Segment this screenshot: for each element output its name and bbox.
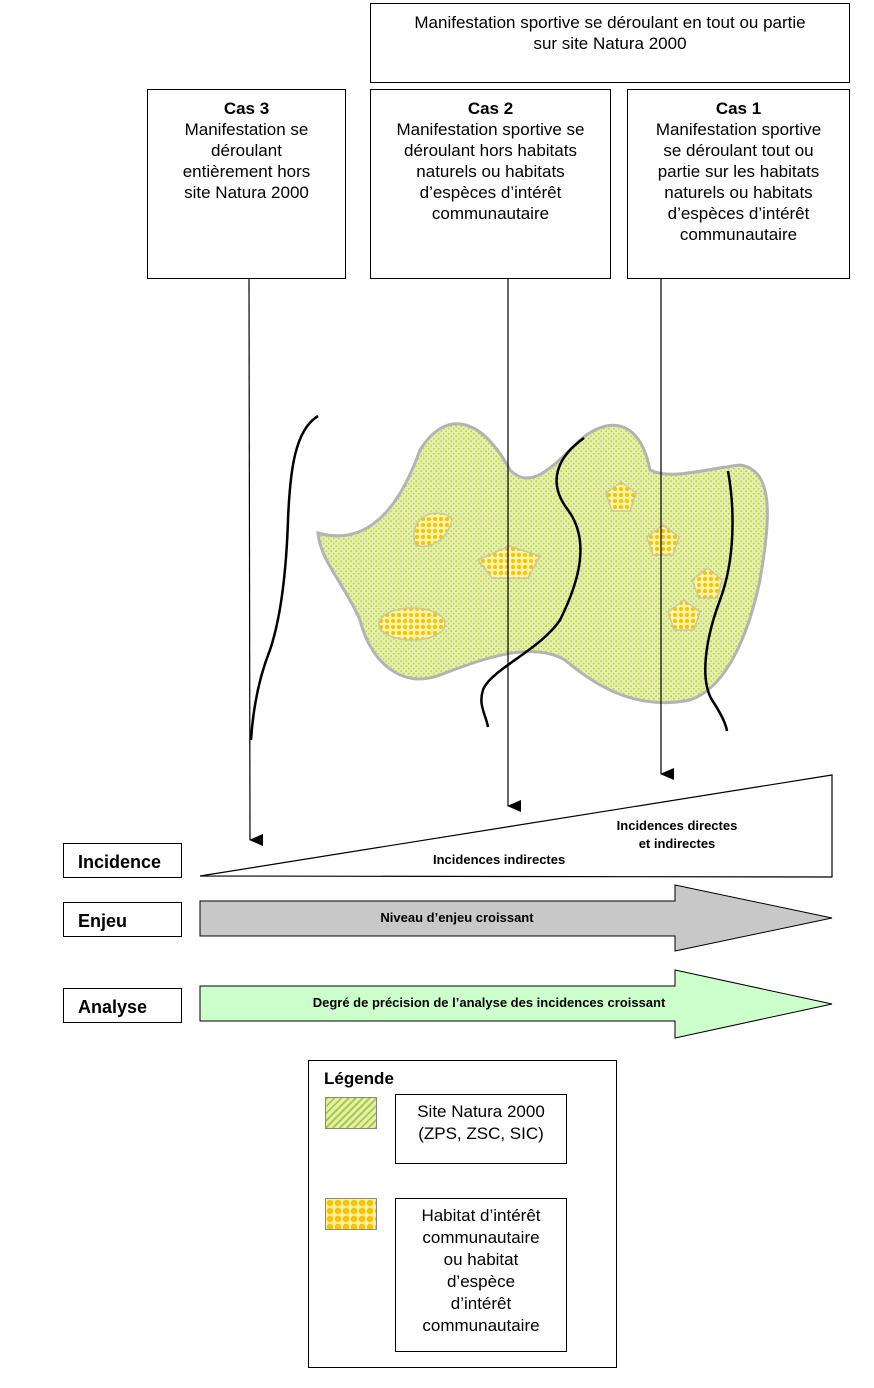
- diagram-canvas: Incidences indirectes Incidences directe…: [199, 278, 833, 1039]
- header-line-2: sur site Natura 2000: [533, 34, 687, 53]
- case-2-line: déroulant hors habitats: [404, 141, 577, 160]
- habitat-shape: [413, 512, 453, 547]
- enjeu-arrow: [199, 884, 833, 952]
- incidence-label: Incidence: [63, 843, 182, 878]
- route-line-cas1: [704, 470, 734, 732]
- case-3-line: Manifestation se: [184, 120, 309, 139]
- case-2-line: naturels ou habitats: [416, 162, 565, 181]
- legend-habitat-text: Habitat d’intérêt communautaire ou habit…: [395, 1198, 567, 1352]
- analyse-arrow: [199, 969, 833, 1039]
- habitat-shape: [667, 599, 701, 631]
- case-1-line: partie sur les habitats: [657, 162, 820, 181]
- analyse-arrow-text: Degré de précision de l’analyse des inci…: [313, 995, 666, 1010]
- enjeu-label: Enjeu: [63, 902, 182, 937]
- habitat-swatch: [325, 1198, 377, 1230]
- habitat-shape: [605, 481, 637, 512]
- legend-site-line: (ZPS, ZSC, SIC): [418, 1124, 544, 1143]
- incidence-indirect-text: Incidences indirectes: [433, 852, 565, 867]
- incidence-wedge: [199, 774, 833, 878]
- case-2-box: Cas 2 Manifestation sportive se déroulan…: [370, 89, 611, 279]
- legend-site-text: Site Natura 2000 (ZPS, ZSC, SIC): [395, 1094, 567, 1164]
- legend-habitat-line: Habitat d’intérêt: [421, 1206, 541, 1225]
- incidence-direct-text-1: Incidences directes: [617, 818, 738, 833]
- route-line-cas2: [480, 436, 585, 728]
- header-line-1: Manifestation sportive se déroulant en t…: [414, 13, 806, 32]
- case-1-title: Cas 1: [715, 99, 762, 118]
- habitat-shape: [646, 524, 680, 556]
- case-3-line: site Natura 2000: [184, 183, 309, 202]
- habitat-shape: [378, 607, 446, 641]
- legend-habitat-line: d’intérêt: [450, 1294, 512, 1313]
- case-1-line: Manifestation sportive: [655, 120, 822, 139]
- case-3-box: Cas 3 Manifestation se déroulant entière…: [147, 89, 346, 279]
- case-3-line: déroulant: [211, 141, 282, 160]
- case-1-box: Cas 1 Manifestation sportive se déroulan…: [627, 89, 850, 279]
- habitat-shape: [691, 567, 723, 599]
- case-2-line: d’espèces d’intérêt: [419, 183, 562, 202]
- case-2-line: communautaire: [431, 204, 550, 223]
- enjeu-arrow-text: Niveau d’enjeu croissant: [380, 910, 534, 925]
- header-box: Manifestation sportive se déroulant en t…: [370, 3, 850, 83]
- legend-box: Légende Site Natura 2000 (ZPS, ZSC, SIC)…: [308, 1060, 617, 1368]
- legend-habitat-line: ou habitat: [443, 1250, 519, 1269]
- case-2-title: Cas 2: [467, 99, 514, 118]
- case-2-line: Manifestation sportive se: [396, 120, 585, 139]
- case-1-line: se déroulant tout ou: [663, 141, 814, 160]
- case-1-line: naturels ou habitats: [664, 183, 813, 202]
- natura-site-shape: [316, 422, 769, 705]
- incidence-direct-text-2: et indirectes: [639, 836, 716, 851]
- habitat-shape: [476, 545, 542, 579]
- legend-habitat-line: communautaire: [422, 1316, 540, 1335]
- arrow-cas3: [248, 278, 264, 846]
- route-line-cas3: [249, 414, 319, 741]
- analyse-label: Analyse: [63, 988, 182, 1023]
- legend-site-line: Site Natura 2000: [417, 1102, 545, 1121]
- site-swatch: [325, 1097, 377, 1129]
- legend-habitat-line: communautaire: [422, 1228, 540, 1247]
- case-1-line: d’espèces d’intérêt: [667, 204, 810, 223]
- case-3-line: entièrement hors: [182, 162, 311, 181]
- legend-title: Légende: [324, 1069, 394, 1088]
- case-1-line: communautaire: [679, 225, 798, 244]
- legend-habitat-line: d’espèce: [446, 1272, 516, 1291]
- case-3-title: Cas 3: [223, 99, 270, 118]
